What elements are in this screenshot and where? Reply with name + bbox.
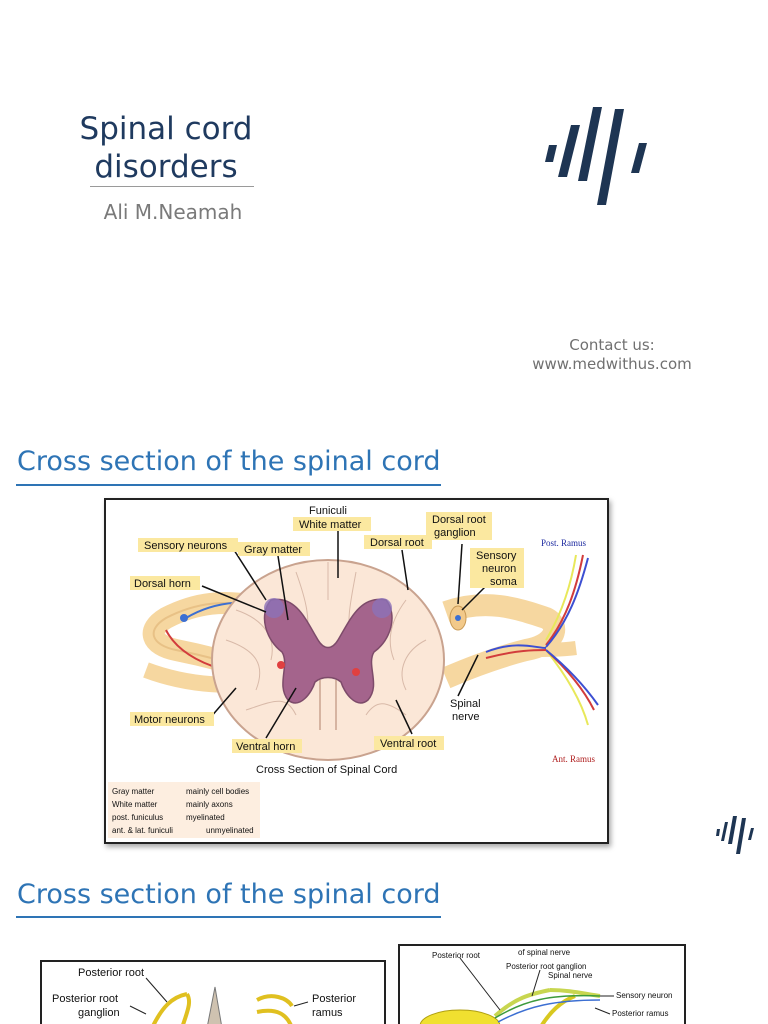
spinal-cord-cross-section-figure: Funiculi White matter Dorsal root gangli… xyxy=(104,498,609,844)
left-label-posterior-root-ganglion-line1: Posterior root xyxy=(52,993,118,1005)
slide3-heading-rule xyxy=(16,916,441,918)
left-label-posterior-root-ganglion-line2: ganglion xyxy=(78,1007,120,1019)
legend-row-4-left: ant. & lat. funiculi xyxy=(112,826,173,835)
label-dorsal-root-ganglion-line2: ganglion xyxy=(434,527,476,539)
figure-caption: Cross Section of Spinal Cord xyxy=(256,764,397,776)
label-dorsal-root: Dorsal root xyxy=(370,537,424,549)
label-ventral-horn: Ventral horn xyxy=(236,741,295,753)
post-ramus-branch xyxy=(545,554,577,641)
slide3-heading: Cross section of the spinal cord xyxy=(17,879,441,910)
slash-stripes-small-logo-icon xyxy=(716,816,754,854)
label-sensory-neurons: Sensory neurons xyxy=(144,540,228,552)
label-white-matter: White matter xyxy=(299,519,362,531)
legend-row-4-right: unmyelinated xyxy=(206,826,254,835)
contact-label: Contact us: xyxy=(569,336,655,354)
label-post-ramus: Post. Ramus xyxy=(541,538,587,548)
presentation-title: Spinal cord disorders xyxy=(60,110,272,186)
legend-row-1-left: Gray matter xyxy=(112,787,155,796)
label-spinal-nerve-line1: Spinal xyxy=(450,698,481,710)
left-label-posterior-ramus-line2: ramus xyxy=(312,1007,343,1019)
title-line-1: Spinal cord xyxy=(79,111,253,147)
label-sensory-soma-line3: soma xyxy=(490,576,518,588)
contact-info: Contact us: www.medwithus.com xyxy=(500,336,724,374)
right-label-posterior-ramus: Posterior ramus xyxy=(612,1009,668,1018)
title-line-2: disorders xyxy=(94,149,238,185)
label-dorsal-root-ganglion-line1: Dorsal root xyxy=(432,514,486,526)
slide2-heading-rule xyxy=(16,484,441,486)
contact-website-link[interactable]: www.medwithus.com xyxy=(532,355,692,373)
gray-matter-shape xyxy=(263,598,393,704)
label-sensory-soma-line1: Sensory xyxy=(476,550,517,562)
label-spinal-nerve-line2: nerve xyxy=(452,711,480,723)
right-label-sensory-neuron: Sensory neuron xyxy=(616,991,672,1000)
label-ventral-root: Ventral root xyxy=(380,738,436,750)
author-name: Ali M.Neamah xyxy=(103,200,243,224)
slide2-heading: Cross section of the spinal cord xyxy=(17,446,441,477)
figure-legend: Gray matter mainly cell bodies White mat… xyxy=(108,782,260,838)
label-ant-ramus: Ant. Ramus xyxy=(552,754,595,764)
right-label-posterior-root-ganglion: Posterior root ganglion xyxy=(506,962,587,971)
legend-row-2-left: White matter xyxy=(112,800,158,809)
left-label-posterior-ramus-line1: Posterior xyxy=(312,993,356,1005)
legend-row-3-left: post. funiculus xyxy=(112,813,163,822)
ant-ramus-branch xyxy=(545,649,589,726)
right-label-posterior-root: Posterior root xyxy=(432,951,481,960)
left-label-posterior-root: Posterior root xyxy=(78,967,144,979)
slash-stripes-logo-icon xyxy=(545,107,647,205)
label-motor-neurons: Motor neurons xyxy=(134,714,205,726)
legend-row-2-right: mainly axons xyxy=(186,800,233,809)
spinal-cord-figure-left: Posterior root Posterior root ganglion P… xyxy=(40,960,386,1024)
legend-row-1-right: mainly cell bodies xyxy=(186,787,249,796)
title-divider xyxy=(90,186,254,187)
spinal-cord-diagram: Funiculi White matter Dorsal root gangli… xyxy=(108,505,599,838)
right-label-of-spinal-nerve: of spinal nerve xyxy=(518,948,571,957)
right-label-spinal-nerve: Spinal nerve xyxy=(548,971,593,980)
legend-row-3-right: myelinated xyxy=(186,813,225,822)
label-gray-matter: Gray matter xyxy=(244,544,302,556)
spinal-cord-figure-right: Posterior root of spinal nerve Posterior… xyxy=(398,944,686,1024)
label-sensory-soma-line2: neuron xyxy=(482,563,516,575)
label-dorsal-horn: Dorsal horn xyxy=(134,578,191,590)
label-funiculi: Funiculi xyxy=(309,505,347,517)
title-slide: Spinal cord disorders Ali M.Neamah Conta… xyxy=(0,0,768,430)
